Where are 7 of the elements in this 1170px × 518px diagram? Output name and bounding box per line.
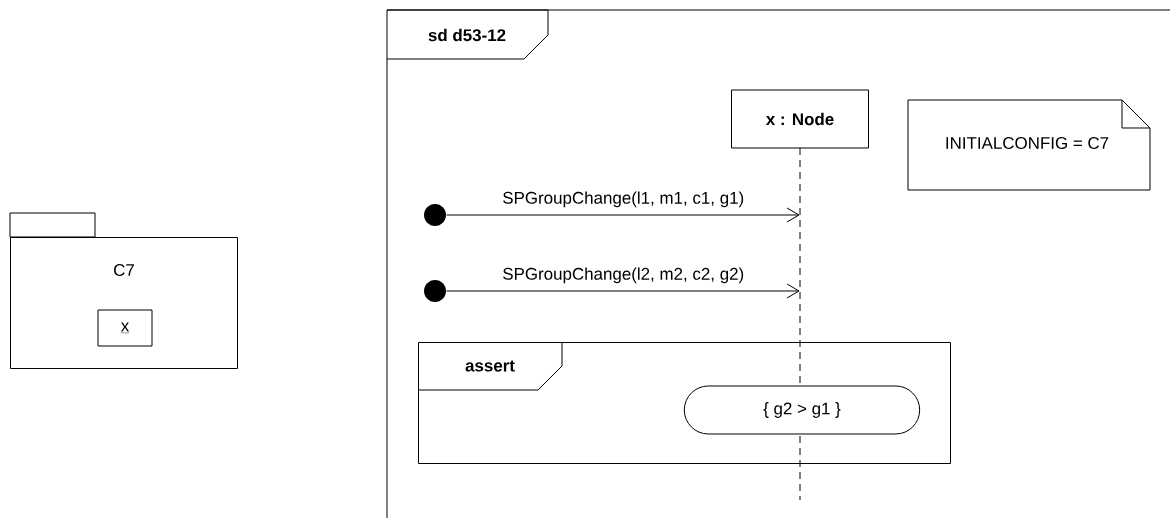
start-dot (424, 280, 446, 302)
message-arrow (446, 283, 800, 299)
note-box: INITIALCONFIG = C7 (907, 99, 1151, 191)
start-dot (424, 204, 446, 226)
state-invariant: { g2 > g1 } (683, 385, 921, 435)
object-box: x (97, 309, 153, 347)
message-arrow (446, 207, 800, 223)
